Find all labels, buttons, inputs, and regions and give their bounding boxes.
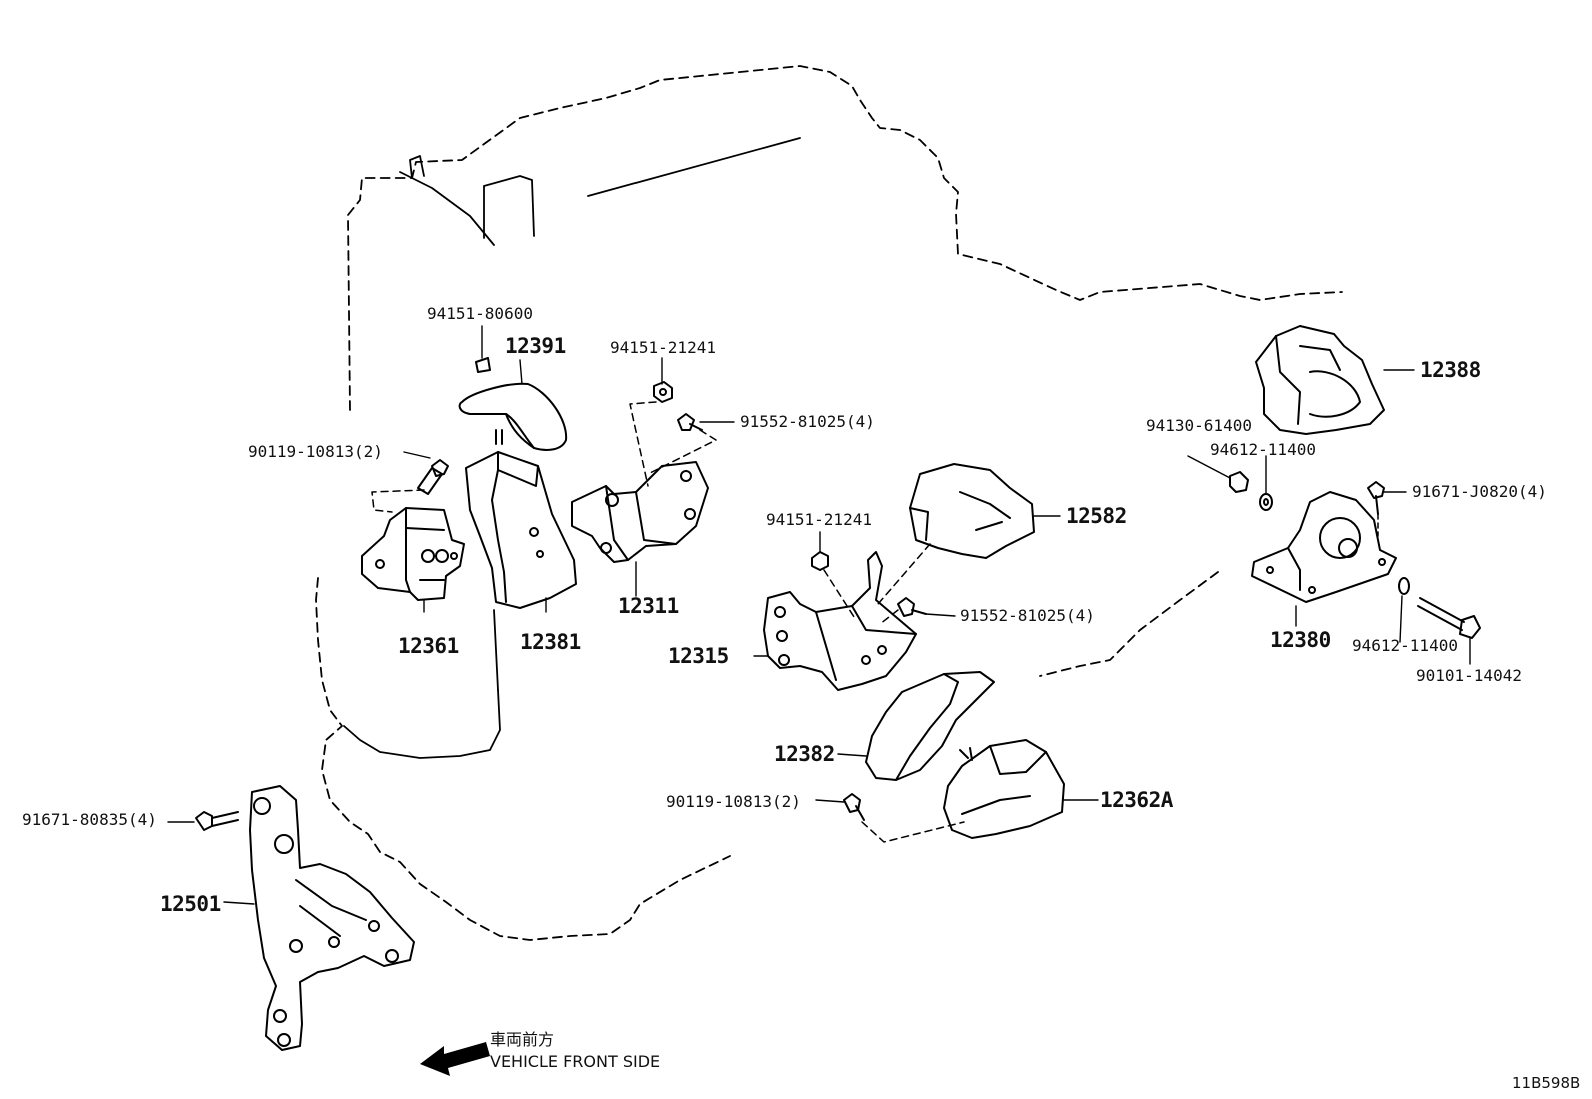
label-91552-81025-upper: 91552-81025(4) [740,412,875,431]
label-90119-10813-upper: 90119-10813(2) [248,442,383,461]
bolt-91552-81025-lower [897,597,927,617]
part-12382-cover [865,671,995,781]
washer-94612-11400-upper [1259,493,1273,511]
part-12380-mount [1251,491,1397,603]
part-12311-bracket [571,461,709,563]
label-12380: 12380 [1270,628,1331,652]
front-arrow-icon [420,1042,490,1076]
part-12582-cover [909,463,1035,559]
part-12381-mount [465,429,577,609]
label-94612-11400-upper: 94612-11400 [1210,440,1316,459]
engine-solid-edges [343,137,801,759]
part-12361-mount [361,507,465,601]
label-12388: 12388 [1420,358,1481,382]
leader-dash-90119-upper [371,489,425,513]
part-12501-bracket [249,785,415,1051]
engine-outline [315,65,1343,941]
leader-dash-12311 [629,401,717,487]
part-12388-bracket [1255,325,1385,435]
front-note-japanese: 車両前方 [490,1030,555,1049]
leader-dash-12362A [861,821,965,843]
label-12362A: 12362A [1100,788,1173,812]
part-12391-cover [458,357,568,451]
leader-dash-12315 [823,569,899,625]
washer-94612-11400-lower [1398,577,1410,595]
leader-dash-12582 [877,543,931,605]
leader-lines [167,325,1471,905]
label-12391: 12391 [505,334,566,358]
label-91671-J0820: 91671-J0820(4) [1412,482,1547,501]
nut-94130-61400 [1229,471,1249,493]
label-91552-81025-lower: 91552-81025(4) [960,606,1095,625]
label-94130-61400: 94130-61400 [1146,416,1252,435]
label-12501: 12501 [160,892,221,916]
bolt-91671-J0820 [1367,481,1385,515]
bolt-90101-14042 [1417,597,1481,639]
bolt-90119-10813-upper [417,459,449,495]
bolt-91671-80835 [195,811,239,831]
label-12315: 12315 [668,644,729,668]
label-12311: 12311 [618,594,679,618]
nut-94151-21241-lower [811,551,829,571]
label-90119-10813-lower: 90119-10813(2) [666,792,801,811]
label-91671-80835: 91671-80835(4) [22,810,157,829]
label-12582: 12582 [1066,504,1127,528]
label-12381: 12381 [520,630,581,654]
label-12361: 12361 [398,634,459,658]
diagram-code: 11B598B [1512,1074,1581,1092]
bolt-91552-81025-upper [677,413,703,431]
nut-94151-21241-upper [653,381,673,403]
bolt-90119-10813-lower [843,793,865,821]
label-94151-21241-upper: 94151-21241 [610,338,716,357]
label-12382: 12382 [774,742,835,766]
front-note-english: VEHICLE FRONT SIDE [490,1052,661,1071]
label-94151-21241-lower: 94151-21241 [766,510,872,529]
label-90101-14042: 90101-14042 [1416,666,1522,685]
label-94612-11400-lower: 94612-11400 [1352,636,1458,655]
part-12315-bracket [763,551,917,691]
part-12362A-mount [943,739,1065,839]
label-94151-80600: 94151-80600 [427,304,533,323]
